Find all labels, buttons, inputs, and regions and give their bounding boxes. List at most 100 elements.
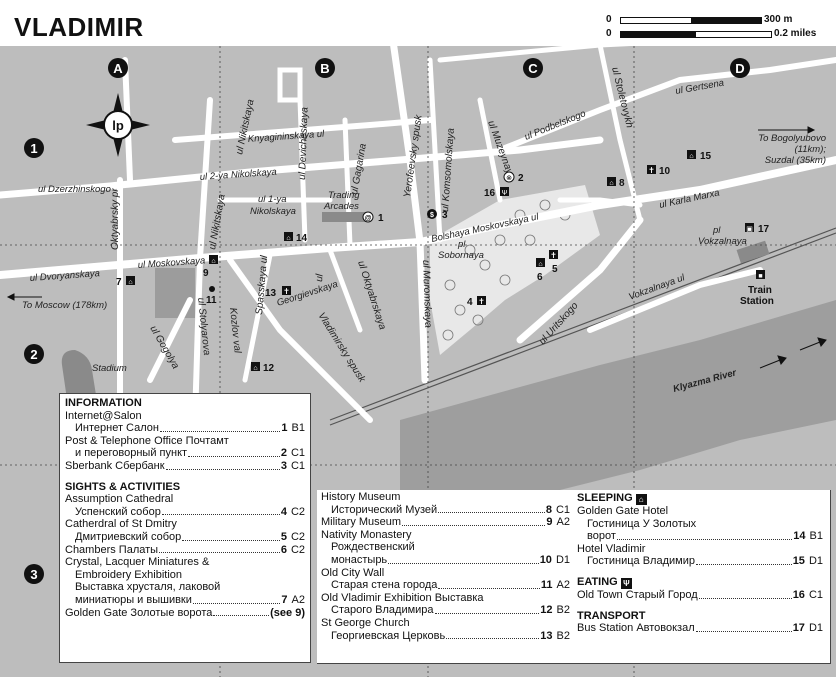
legend-entry: Golden Gate Hotel [577,505,823,518]
legend-entry-text: Георгиевская Церковь [331,629,446,642]
sights-heading: SIGHTS & ACTIVITIES [65,480,181,493]
poi-2-post[interactable]: ⊗2 [503,171,524,184]
poi-3-bank[interactable]: $3 [427,209,448,221]
poi-13-st-george[interactable]: ✝13 [265,286,291,299]
legend-entry-text: Гостиница У Золотых [587,517,697,530]
poi-6-chambers[interactable]: ⌂6 [536,258,545,283]
grid-letter-a: A [108,58,128,78]
poi-16-old-town[interactable]: Ψ16 [484,187,509,199]
leader-dots [695,622,792,632]
poi-1-internet[interactable]: @1 [362,211,384,224]
grid-number-2: 2 [24,344,44,364]
legend-entry: Hotel Vladimir [577,543,823,556]
label-pl-sobornaya-1: pl [457,239,466,250]
legend-entry-grid: A2 [556,579,570,592]
svg-text:11: 11 [206,295,217,306]
legend-entry-grid: C2 [290,543,305,556]
church-icon: ✝ [283,287,290,296]
leader-dots [182,531,280,541]
legend-entry-text: Интернет Салон [75,422,159,435]
leader-dots [188,447,280,457]
legend-entry-text: монастырь [331,553,388,566]
poi-9-military-museum[interactable]: ⌂9 [203,255,218,279]
legend-entry-number: 1 [281,422,288,435]
poi-14-golden-gate-hotel[interactable]: ⌂14 [284,232,308,244]
leader-dots [695,555,792,565]
legend-entry-grid: C2 [290,505,305,518]
train-station-icon[interactable]: ■ [756,270,765,280]
label-to-suzdal: Suzdal (35km) [765,155,826,166]
poi-4-cathedral[interactable]: ✝4 [467,296,486,308]
svg-text:12: 12 [263,363,275,374]
legend-entry-text: Старого Владимира [331,604,434,617]
legend-entry-number: 6 [280,543,287,556]
leader-dots [616,530,793,540]
leader-dots [402,516,546,526]
poi-5-st-dmitry[interactable]: ✝5 [549,250,558,275]
grid-letter-c: C [523,58,543,78]
poi-12-exhibition[interactable]: ⌂12 [251,362,275,374]
museum-icon: ⌂ [609,180,613,187]
legend-entry-number: (see 9) [270,606,305,619]
museum-icon: ⌂ [538,261,542,268]
railway-line [329,227,836,426]
page-title: VLADIMIR [14,12,144,42]
leader-dots [165,460,280,470]
legend-entry-text: ворот [587,530,616,543]
svg-text:1: 1 [378,213,384,224]
svg-text:10: 10 [659,166,671,177]
legend-entry-number: 12 [540,604,553,617]
svg-text:5: 5 [552,264,558,275]
poi-10-nativity[interactable]: ✝10 [647,165,671,177]
svg-text:2: 2 [518,173,524,184]
grid-letter-b: B [315,58,335,78]
svg-text:7: 7 [116,277,122,288]
svg-text:1: 1 [30,141,37,156]
street-devicheskaya: ul Devicheskaya [297,107,311,181]
leader-dots [388,554,539,564]
svg-text:2: 2 [30,347,37,362]
legend-entry: Golden Gate Золотые ворота(see 9) [65,607,305,620]
legend-entry-number: 13 [540,629,553,642]
bus-icon: ▣ [746,226,753,233]
park-golden-gate [155,268,195,318]
label-to-bogolyubovo-km: (11km); [795,144,827,155]
svg-text:16: 16 [484,188,496,199]
leader-dots [159,544,280,554]
label-pl-vokzalnaya-2: Vokzalnaya [698,236,747,247]
legend-entry-text: Internet@Salon [65,409,142,422]
grid-number-3: 3 [24,564,44,584]
poi-7-crystal[interactable]: ⌂7 [116,276,135,288]
legend-entry-grid: C1 [290,447,305,460]
label-station: Station [740,296,774,307]
legend-entry-text: Дмитриевский собор [75,530,182,543]
legend-entry-number: 15 [792,555,805,568]
poi-15-hotel-vladimir[interactable]: ⌂15 [687,150,712,162]
poi-17-bus-station[interactable]: ▣17 [745,223,770,235]
legend-entry-text: Nativity Monastery [321,528,412,541]
poi-8-history-museum[interactable]: ⌂8 [607,177,625,189]
street-kozlov-val: Kozlov val [227,307,243,354]
legend-entry-text: Crystal, Lacquer Miniatures & [65,556,210,569]
legend-entry-grid: B1 [291,422,305,435]
poi-11-city-wall[interactable]: 11 [206,286,217,306]
legend-entry: Embroidery Exhibition [65,569,305,582]
transport-heading: TRANSPORT [577,609,646,622]
